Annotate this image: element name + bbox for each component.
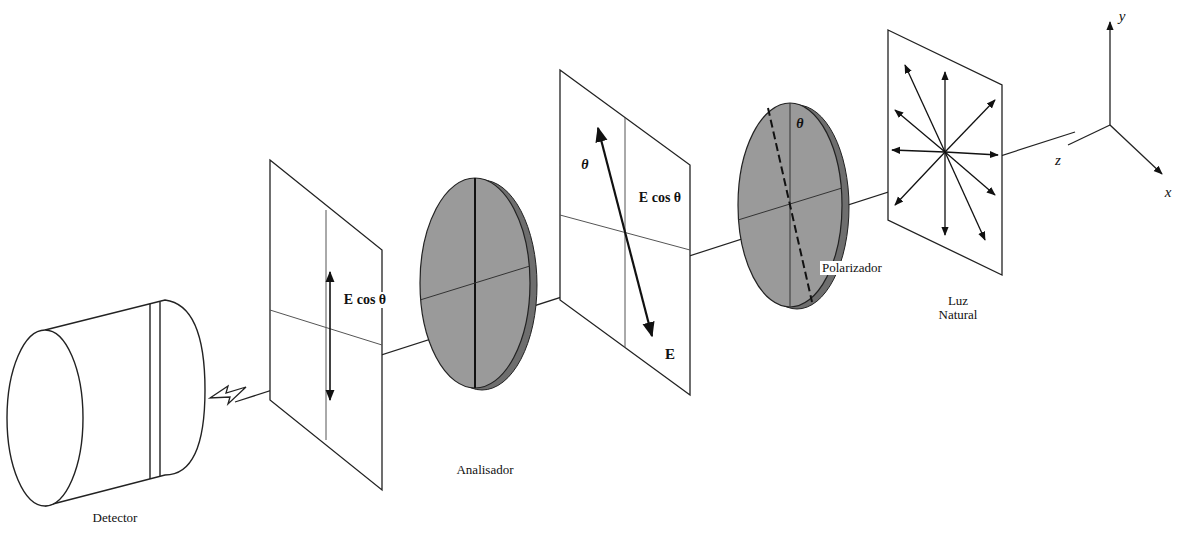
part-label: Polarizador [820,261,884,275]
coordinate-axes [1068,22,1162,174]
field-label: E [663,346,677,363]
axis-label: z [1053,152,1063,169]
signal-arrow [210,386,246,404]
axis-label: y [1117,8,1128,25]
detector-cylinder [7,300,205,506]
axis-label: x [1163,184,1174,201]
field-label: E cos θ [342,292,388,307]
angle-label: θ [579,157,590,172]
output-field-frame [270,160,382,490]
part-label: Detector [91,511,140,525]
angle-label: θ [794,116,805,131]
polarized-field-frame [560,70,690,395]
part-label: Analisador [454,463,515,477]
polarizer-disk [738,103,849,309]
part-label: Luz Natural [931,294,985,323]
analyzer-disk [420,178,537,390]
natural-light-frame [888,30,1002,275]
field-label: E cos θ [637,190,683,205]
